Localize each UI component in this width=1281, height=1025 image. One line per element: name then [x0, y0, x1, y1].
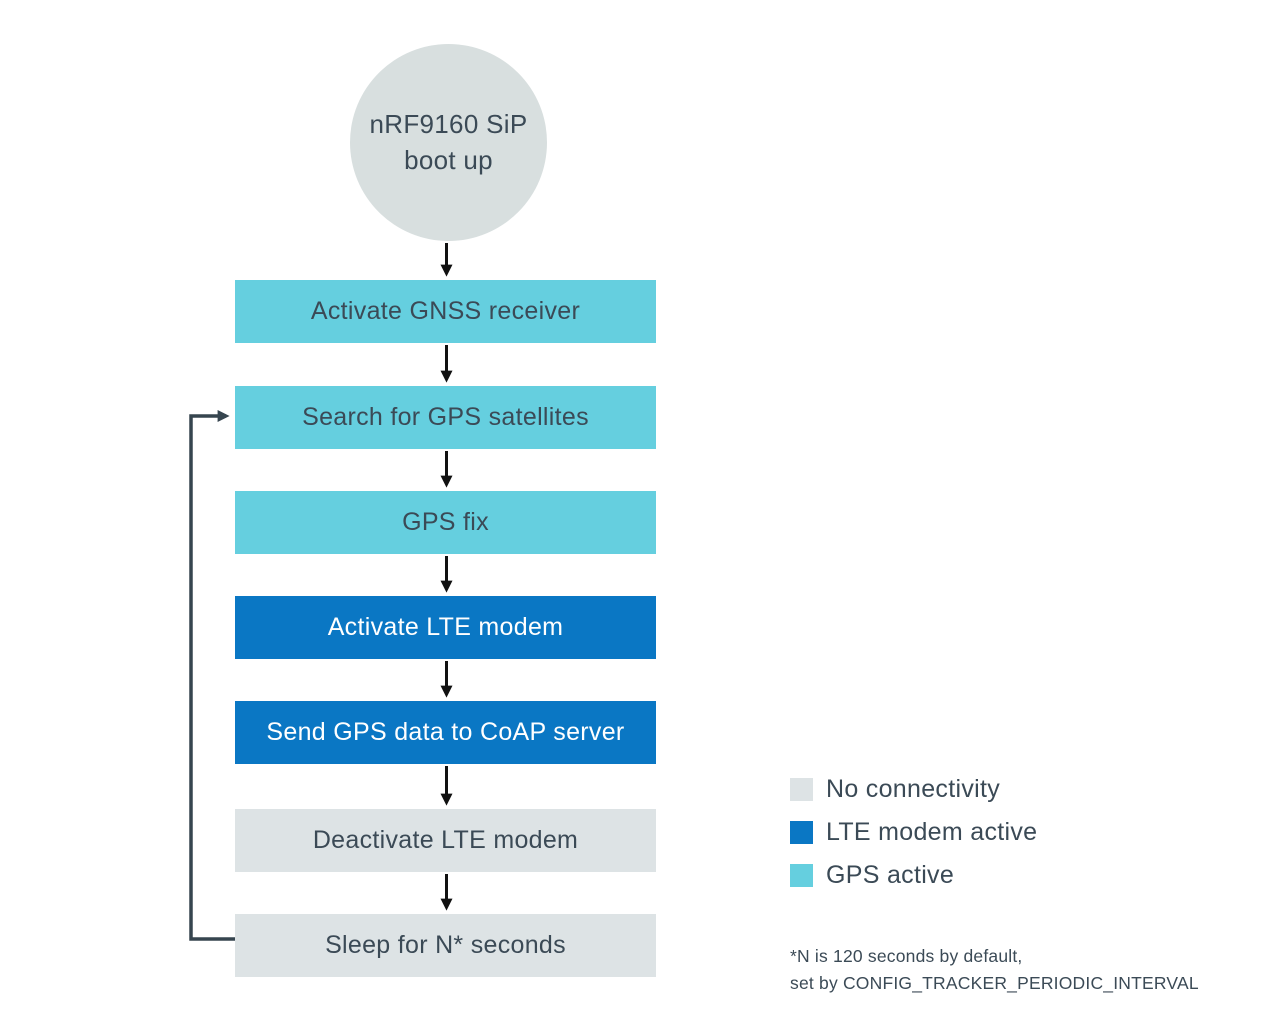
flow-node-label: Search for GPS satellites: [302, 403, 589, 431]
lte-active-swatch-icon: [790, 821, 813, 844]
flow-node-gps-fix: GPS fix: [235, 491, 656, 554]
flow-node-label: Activate GNSS receiver: [310, 297, 581, 325]
flow-node-send-gps-data: Send GPS data to CoAP server: [235, 701, 656, 764]
flow-start-node: nRF9160 SiP boot up: [350, 44, 547, 241]
flow-node-label: Sleep for N* seconds: [325, 931, 566, 959]
legend-item-lte-active: LTE modem active: [790, 818, 1038, 846]
flow-node-label: Deactivate LTE modem: [312, 826, 579, 854]
start-node-label-line2: boot up: [404, 144, 493, 175]
flow-node-activate-lte: Activate LTE modem: [235, 596, 656, 659]
no-connectivity-swatch-icon: [790, 778, 813, 801]
footnote-line2: set by CONFIG_TRACKER_PERIODIC_INTERVAL: [790, 973, 1199, 994]
start-node-label-line1: nRF9160 SiP: [369, 109, 528, 140]
legend-item-gps-active: GPS active: [790, 861, 1037, 889]
footnote-line1: *N is 120 seconds by default,: [790, 946, 1023, 966]
flow-node-search-gps: Search for GPS satellites: [235, 386, 656, 449]
footnote: *N is 120 seconds by default, set by CON…: [790, 943, 1199, 997]
legend-label: GPS active: [826, 861, 955, 889]
legend: No connectivity LTE modem active GPS act…: [790, 775, 1038, 906]
flow-node-label: GPS fix: [402, 508, 489, 536]
legend-item-no-connectivity: No connectivity: [790, 775, 1037, 803]
flow-node-sleep: Sleep for N* seconds: [235, 914, 656, 977]
legend-label: LTE modem active: [826, 818, 1038, 846]
flow-node-label: Send GPS data to CoAP server: [266, 718, 625, 746]
flow-node-activate-gnss: Activate GNSS receiver: [235, 280, 656, 343]
flow-node-deactivate-lte: Deactivate LTE modem: [235, 809, 656, 872]
flow-node-label: Activate LTE modem: [327, 613, 564, 641]
legend-label: No connectivity: [826, 775, 1001, 803]
gps-active-swatch-icon: [790, 864, 813, 887]
arrow-loop-sleep-to-search: [189, 410, 235, 941]
